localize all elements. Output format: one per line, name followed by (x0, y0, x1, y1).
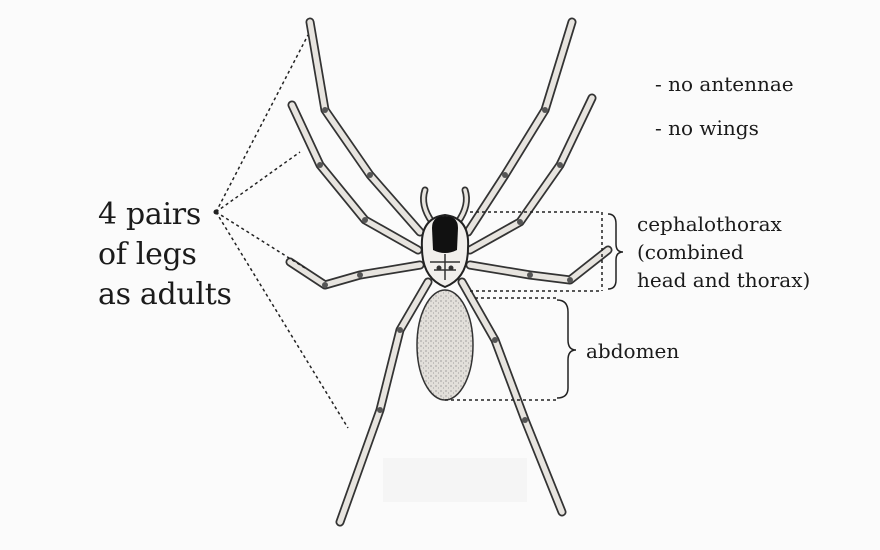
legs-label: 4 pairs of legs as adults (98, 195, 232, 315)
cephalothorax-label-line-2: (combined (637, 238, 810, 266)
cephalothorax-label-line-1: cephalothorax (637, 210, 810, 238)
cephalothorax-label-line-3: head and thorax) (637, 266, 810, 294)
note-no-wings: - no wings (655, 106, 794, 150)
legs-label-line-3: as adults (98, 275, 232, 315)
cephalothorax (422, 215, 468, 287)
leg-pointer-lines (216, 35, 348, 428)
legs-label-line-1: 4 pairs (98, 195, 232, 235)
abdomen-label: abdomen (586, 340, 679, 362)
blank-label-patch (383, 458, 527, 502)
abdomen (417, 290, 473, 400)
legs-label-line-2: of legs (98, 235, 232, 275)
notes: - no antennae - no wings (655, 62, 794, 150)
note-no-antennae: - no antennae (655, 62, 794, 106)
cephalothorax-label: cephalothorax (combined head and thorax) (637, 210, 810, 294)
